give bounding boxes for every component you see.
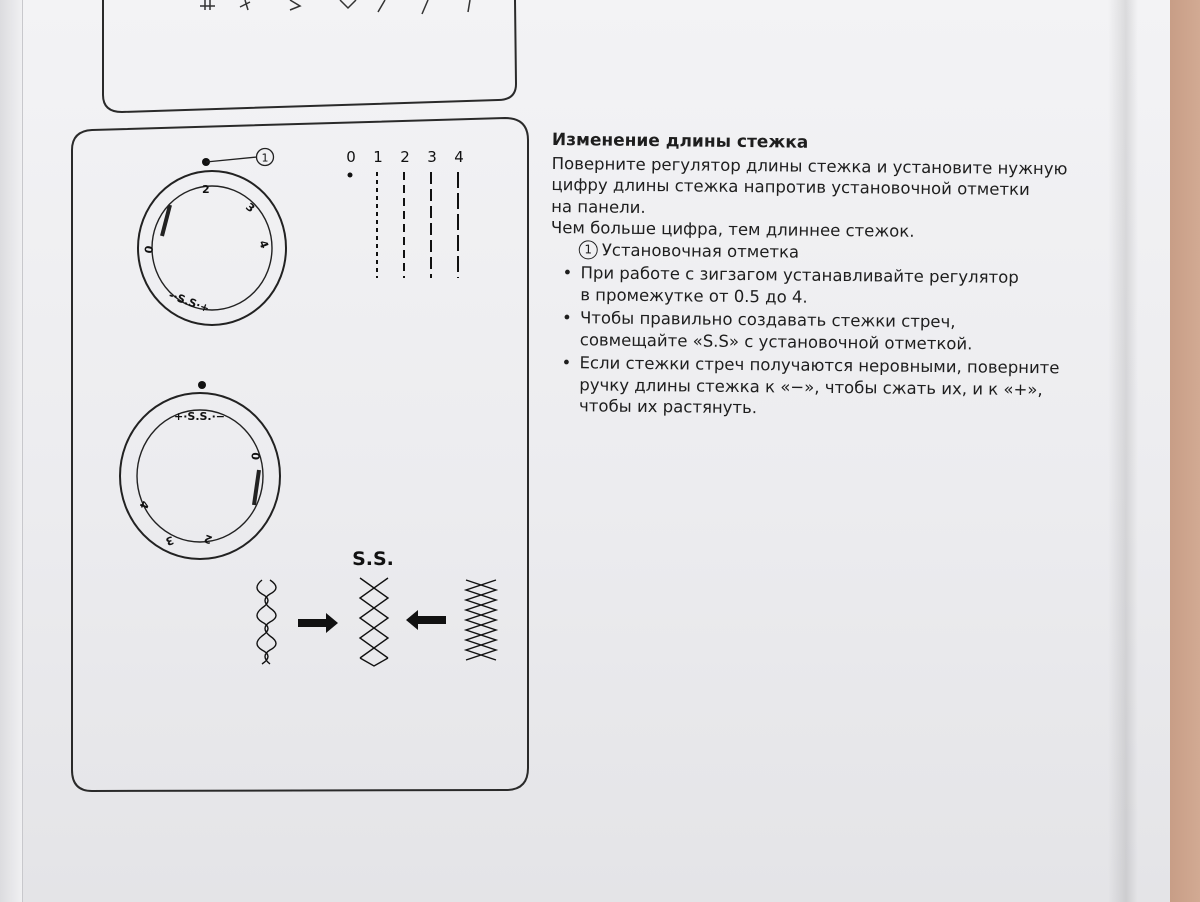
note-number: 1 <box>578 240 598 260</box>
length-0: 0 <box>346 148 356 166</box>
ss-label: S.S. <box>352 548 394 570</box>
page-fold-shadow <box>1108 0 1138 902</box>
tip-item: Если стежки стреч получаются неровными, … <box>549 352 1090 422</box>
length-1: 1 <box>373 148 383 166</box>
dial-bottom-label-ss: +·S.S.·− <box>174 410 225 423</box>
stitch-correct <box>358 577 390 667</box>
tips-list: При работе с зигзагом устанавливайте рег… <box>549 262 1091 422</box>
dial-bottom-label-2: 2 <box>202 532 214 547</box>
dial-bottom-label-0: 0 <box>248 452 262 461</box>
dial-top-label-4: 4 <box>256 239 271 251</box>
arrow-left-icon <box>406 610 446 630</box>
dial-top-label-0: 0 <box>142 244 156 254</box>
stitch-length-dial-top: 0 2 3 4 -·S.S·+ <box>137 170 287 326</box>
stitch-pattern-icons <box>200 0 471 15</box>
tip-item: При работе с зигзагом устанавливайте рег… <box>550 262 1090 311</box>
stitch-length-dial-bottom: +·S.S.·− 0 2 3 4 <box>119 381 281 560</box>
setting-mark-note: 1 Установочная отметка <box>578 239 1091 266</box>
callout-number: 1 <box>262 152 269 165</box>
direction-arrows <box>298 610 446 633</box>
tip-line: совмещайте «S.S» с установочной отметкой… <box>579 329 973 353</box>
length-3: 3 <box>427 148 437 166</box>
manual-page <box>0 0 1170 902</box>
stitch-tight <box>463 579 499 661</box>
dial-top-label-ss: -·S.S·+ <box>167 289 211 316</box>
length-4: 4 <box>454 148 464 166</box>
dial-bottom-label-4: 4 <box>136 499 151 511</box>
tip-item: Чтобы правильно создавать стежки стреч, … <box>550 307 1090 356</box>
previous-page-edge <box>0 0 23 902</box>
stitch-length-samples: 0 1 2 3 4 <box>346 148 464 278</box>
dial-bottom-label-3: 3 <box>164 533 176 548</box>
dial-top-label-3: 3 <box>243 200 257 215</box>
dial-top-label-2: 2 <box>202 183 210 196</box>
upper-figure-panel <box>102 0 518 114</box>
instruction-text: Изменение длины стежка Поверните регулят… <box>549 130 1092 422</box>
arrow-right-icon <box>298 613 338 633</box>
length-2: 2 <box>400 148 410 166</box>
stitch-loose <box>256 579 277 665</box>
main-figure-panel <box>71 116 529 793</box>
note-text: Установочная отметка <box>601 240 800 262</box>
setting-mark-callout: 1 <box>202 147 275 167</box>
stretch-stitch-illustration: S.S. <box>256 548 499 667</box>
